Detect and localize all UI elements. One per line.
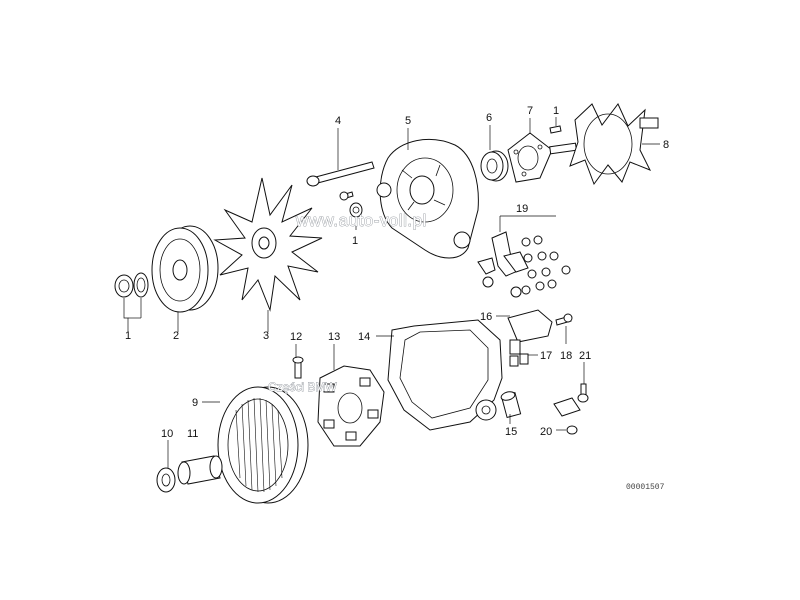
- callout-11-sleeve: 11: [187, 428, 198, 440]
- callout-labels: 1 2 3 4 5 6 7 1 8 1 19 16 17 18 21 12 13…: [125, 105, 669, 440]
- callout-1-screw: 1: [352, 235, 358, 247]
- part-rotor: [549, 103, 659, 186]
- part-nut-washer: [114, 272, 149, 298]
- part-bushing: [500, 391, 522, 419]
- callout-15-bushing: 15: [505, 426, 517, 438]
- watermark-caption: Części BMW: [268, 380, 337, 394]
- callout-8-rotor: 8: [663, 139, 669, 151]
- callout-20-terminal: 20: [540, 426, 552, 438]
- part-fan: [213, 177, 323, 312]
- part-stator: [217, 386, 309, 504]
- callout-9-stator: 9: [192, 397, 198, 409]
- callout-19-kit: 19: [516, 203, 528, 215]
- part-terminal-kit: [477, 231, 571, 298]
- callout-13-rectifier: 13: [328, 331, 340, 343]
- part-drive-end-housing: [376, 138, 479, 259]
- part-through-bolt: [306, 161, 375, 187]
- part-terminal-block: [553, 397, 581, 435]
- callout-3-fan: 3: [263, 330, 269, 342]
- part-screws-right: [555, 313, 589, 403]
- part-bearing: [480, 150, 509, 182]
- callout-14-end-housing: 14: [358, 331, 370, 343]
- callout-7-plate: 7: [527, 105, 533, 117]
- callout-12-screw: 12: [290, 331, 302, 343]
- part-screw-12: [292, 356, 304, 379]
- callout-1-key: 1: [553, 105, 559, 117]
- callout-16-brush-holder: 16: [480, 311, 492, 323]
- callout-2-pulley: 2: [173, 330, 179, 342]
- callout-4-bolt: 4: [335, 115, 341, 127]
- part-pulley: [151, 225, 219, 313]
- part-bearing-sleeve: [156, 455, 223, 493]
- part-rectifier: [317, 365, 385, 447]
- part-slip-ring-housing: [387, 319, 503, 431]
- callout-18-screw: 18: [560, 350, 572, 362]
- part-screw-washer: [339, 191, 363, 218]
- part-brush-holder: [507, 309, 553, 367]
- callout-10-bearing: 10: [161, 428, 173, 440]
- watermark-site: www.auto-voll.pl: [295, 211, 427, 230]
- callout-21-screw: 21: [579, 350, 591, 362]
- part-woodruff-key: [549, 125, 562, 134]
- callout-1-nut: 1: [125, 330, 131, 342]
- leader-lines: [123, 117, 660, 468]
- part-bearing-plate: [507, 132, 553, 183]
- callout-17-brushes: 17: [540, 350, 552, 362]
- callout-5-housing: 5: [405, 115, 411, 127]
- stator-windings: [235, 397, 283, 493]
- callout-6-bearing: 6: [486, 112, 492, 124]
- drawing-number: 00001507: [626, 483, 665, 492]
